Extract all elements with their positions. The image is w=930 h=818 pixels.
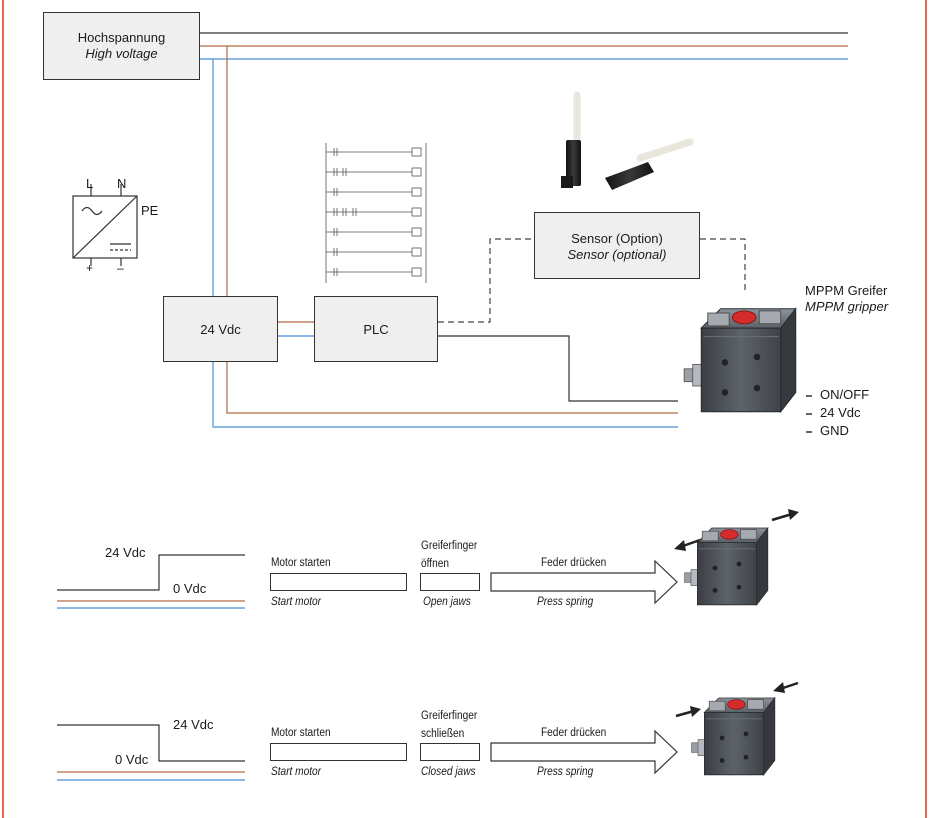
seq-close-step3-de: Feder drücken bbox=[541, 727, 607, 739]
signal-gnd: GND bbox=[820, 423, 849, 438]
seq-open-step2-de2: öffnen bbox=[421, 558, 449, 570]
signal-24vdc: 24 Vdc bbox=[820, 405, 861, 420]
gripper-image bbox=[683, 308, 797, 413]
seq-close-step2-de2: schließen bbox=[421, 728, 465, 740]
seq-close-step2-bar bbox=[420, 743, 480, 761]
seq-open-step2-en: Open jaws bbox=[423, 596, 471, 608]
high-voltage-box: Hochspannung High voltage bbox=[43, 12, 200, 80]
seq-open-step2-de1: Greiferfinger bbox=[421, 540, 478, 552]
seq-close-step3-en: Press spring bbox=[537, 766, 594, 778]
psu-l-label: L bbox=[86, 176, 94, 191]
seq-close-step2-de1: Greiferfinger bbox=[421, 710, 478, 722]
seq-close-step1-en: Start motor bbox=[271, 766, 322, 778]
psu-minus-label: – bbox=[117, 261, 124, 275]
seq-open-low-label: 0 Vdc bbox=[173, 581, 207, 596]
psu-n-label: N bbox=[117, 176, 127, 191]
dc-supply-label: 24 Vdc bbox=[200, 322, 241, 337]
gripper-image-open bbox=[684, 527, 769, 606]
psu-pe-label: PE bbox=[141, 203, 159, 218]
seq-open-step3-de: Feder drücken bbox=[541, 557, 607, 569]
gripper-label-en: MPPM gripper bbox=[805, 299, 889, 314]
sensor-box: Sensor (Option) Sensor (optional) bbox=[534, 212, 700, 279]
seq-close-step2-en: Closed jaws bbox=[421, 766, 476, 778]
seq-open-high-label: 24 Vdc bbox=[105, 545, 146, 560]
plc-label: PLC bbox=[363, 322, 389, 337]
seq-open-step1-de: Motor starten bbox=[271, 557, 331, 569]
sensor-label-de: Sensor (Option) bbox=[571, 231, 663, 246]
sensor-image bbox=[561, 91, 694, 190]
seq-open-step1-en: Start motor bbox=[271, 596, 322, 608]
seq-close-high-label: 24 Vdc bbox=[173, 717, 214, 732]
signal-on-off: ON/OFF bbox=[820, 387, 870, 402]
dc-supply-box: 24 Vdc bbox=[163, 296, 278, 362]
gripper-image-close bbox=[691, 697, 776, 776]
seq-close-step1-bar bbox=[270, 743, 407, 761]
ladder-logic-graphic bbox=[325, 143, 427, 283]
high-voltage-label-en: High voltage bbox=[85, 46, 158, 61]
sensor-label-en: Sensor (optional) bbox=[567, 247, 667, 262]
seq-open-step1-bar bbox=[270, 573, 407, 591]
seq-open-step2-bar bbox=[420, 573, 480, 591]
seq-close-low-label: 0 Vdc bbox=[115, 752, 149, 767]
high-voltage-label-de: Hochspannung bbox=[77, 30, 166, 45]
psu-plus-label: + bbox=[86, 261, 94, 275]
plc-box: PLC bbox=[314, 296, 438, 362]
seq-close-step1-de: Motor starten bbox=[271, 727, 331, 739]
gripper-label-de: MPPM Greifer bbox=[805, 283, 888, 298]
seq-open-step3-en: Press spring bbox=[537, 596, 594, 608]
